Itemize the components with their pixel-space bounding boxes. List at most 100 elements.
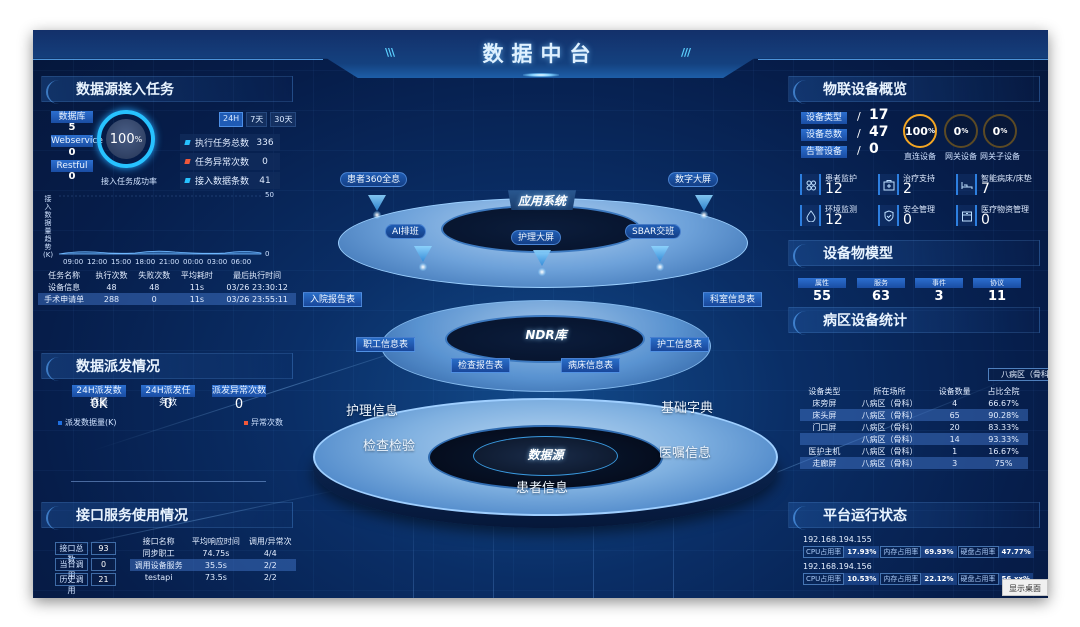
ring-gateway-devices: 0% (944, 114, 978, 148)
time-range-tabs: 24H 7天 30天 (219, 112, 297, 127)
people-icon (800, 174, 821, 195)
panel-title-api: 接口服务使用情况 (41, 502, 293, 530)
source-label-webservice: Webservice (51, 135, 103, 147)
legend-dispatch-errors: 异常次数 (244, 417, 283, 428)
source-label-restful: Restful (51, 160, 93, 172)
ring-label-gateway: 网关设备 (945, 152, 977, 161)
iot-category-security[interactable]: 安全管理 0 (878, 205, 948, 229)
iot-value-alarm: 0 (869, 141, 879, 157)
table-row[interactable]: 调用设备服务 35.5s 2/2 (130, 559, 296, 571)
stat-ingested-rows: 接入数据条数 41 (180, 172, 280, 189)
iot-sep: / (857, 110, 861, 123)
tab-7d[interactable]: 7天 (246, 112, 268, 127)
segment-patient-info[interactable]: 患者信息 (516, 481, 569, 496)
success-rate-ring: 100% (97, 110, 155, 168)
iot-category-environment[interactable]: 环境监测 12 (800, 205, 870, 229)
app-tag-digital-screen[interactable]: 数字大屏 (668, 172, 719, 187)
panel-title-platform: 平台运行状态 (788, 502, 1040, 530)
trend-xtick: 00:00 (183, 258, 204, 266)
ndr-disc-core (445, 315, 645, 363)
trend-xtick: 15:00 (111, 258, 132, 266)
dispatch-value-tasks: 0 (163, 397, 173, 412)
ndr-tag-department-info[interactable]: 科室信息表 (703, 292, 763, 307)
model-value-property: 55 (812, 289, 832, 304)
app-tag-sbar-handover[interactable]: SBAR交班 (625, 224, 682, 239)
segment-nursing-info[interactable]: 护理信息 (346, 404, 399, 419)
app-tag-ai-scheduling[interactable]: AI排班 (385, 224, 426, 239)
api-value-total: 93 (91, 542, 116, 555)
api-label-total: 接口总数 (55, 542, 88, 564)
bullet-icon (184, 140, 191, 145)
header-glow (523, 73, 559, 77)
success-rate-label: 接入任务成功率 (101, 177, 157, 186)
memory-usage: 22.12% (921, 573, 957, 585)
api-value-today: 0 (91, 558, 116, 571)
ndr-tag-exam-report[interactable]: 检查报告表 (451, 358, 511, 373)
bullet-icon (184, 159, 191, 164)
show-desktop-tooltip[interactable]: 显示桌面 (1002, 579, 1048, 596)
glow-point (700, 211, 708, 219)
ingest-task-table: 任务名称 执行次数 失败次数 平均耗时 最后执行时间 设备信息 48 48 11… (38, 269, 296, 305)
tab-24h[interactable]: 24H (219, 112, 244, 127)
iot-category-treatment[interactable]: 治疗支持 2 (878, 174, 948, 198)
ndr-tag-caregiver-info[interactable]: 护工信息表 (650, 337, 710, 352)
cabinet-icon (956, 205, 977, 226)
iot-value-types: 17 (869, 107, 889, 123)
segment-orders-info[interactable]: 医嘱信息 (659, 446, 712, 461)
table-row[interactable]: 手术申请单 288 0 11s 03/26 23:55:11 (38, 293, 296, 305)
model-label-service: 服务 (857, 278, 905, 288)
iot-category-patient-monitoring[interactable]: 患者监护 12 (800, 174, 870, 198)
iot-category-smart-bed[interactable]: 智能病床/床垫 7 (956, 174, 1032, 198)
panel-title-ward: 病区设备统计 (788, 307, 1040, 335)
cube-icon (695, 195, 713, 211)
ring-label-direct: 直连设备 (904, 152, 936, 161)
source-value-webservice: 0 (68, 147, 76, 158)
table-row[interactable]: 同步职工 74.75s 4/4 (142, 548, 277, 558)
tab-30d[interactable]: 30天 (270, 112, 297, 127)
segment-lab-exam[interactable]: 检查检验 (363, 439, 416, 454)
source-disc-inner-ring (473, 436, 618, 476)
trend-xtick: 12:00 (87, 258, 108, 266)
ndr-tag-admission-report[interactable]: 入院报告表 (303, 292, 363, 307)
trend-xtick: 18:00 (135, 258, 156, 266)
app-tag-patient-360[interactable]: 患者360全息 (340, 172, 408, 187)
app-tag-nursing-screen[interactable]: 护理大屏 (511, 230, 562, 245)
iot-label-alarm: 告警设备 (801, 146, 847, 158)
app-layer-title: 应用系统 (517, 194, 566, 208)
table-row[interactable]: testapi 73.5s 2/2 (144, 572, 277, 582)
source-label-db: 数据库 (51, 111, 93, 123)
ring-direct-devices: 100% (903, 114, 937, 148)
trend-ytick-min: 0 (265, 250, 270, 258)
table-header-row: 设备类型 所在场所 设备数量 占比全院 (808, 386, 1020, 396)
trend-xtick: 09:00 (63, 258, 84, 266)
iot-sep: / (857, 127, 861, 140)
server-ip: 192.168.194.155 (803, 535, 872, 544)
table-row[interactable]: 设备信息 48 48 11s 03/26 23:30:12 (48, 282, 288, 292)
trend-xtick: 03:00 (207, 258, 228, 266)
ndr-tag-staff-info[interactable]: 职工信息表 (356, 337, 416, 352)
segment-base-dictionary[interactable]: 基础字典 (661, 401, 714, 416)
disk-usage: 47.77% (998, 546, 1034, 558)
cpu-usage: 10.53% (844, 573, 880, 585)
iot-category-medical-supplies[interactable]: 医疗物资管理 0 (956, 205, 1029, 229)
api-label-history: 历史调用 (55, 573, 88, 595)
droplet-icon (800, 205, 821, 226)
bed-icon (956, 174, 977, 195)
bullet-icon (184, 178, 191, 183)
panel-title-iot: 物联设备概览 (788, 76, 1040, 104)
iot-value-total: 47 (869, 124, 889, 140)
panel-title-model: 设备物模型 (788, 240, 1040, 268)
dispatch-value-errors: 0 (234, 397, 244, 412)
ward-select[interactable]: 八病区（骨科） ⌄ (988, 368, 1048, 381)
ndr-tag-bed-info[interactable]: 病床信息表 (561, 358, 621, 373)
iot-label-total: 设备总数 (801, 129, 847, 141)
api-value-history: 21 (91, 573, 116, 586)
iot-sep: / (857, 144, 861, 157)
header-line-right (758, 59, 1048, 60)
